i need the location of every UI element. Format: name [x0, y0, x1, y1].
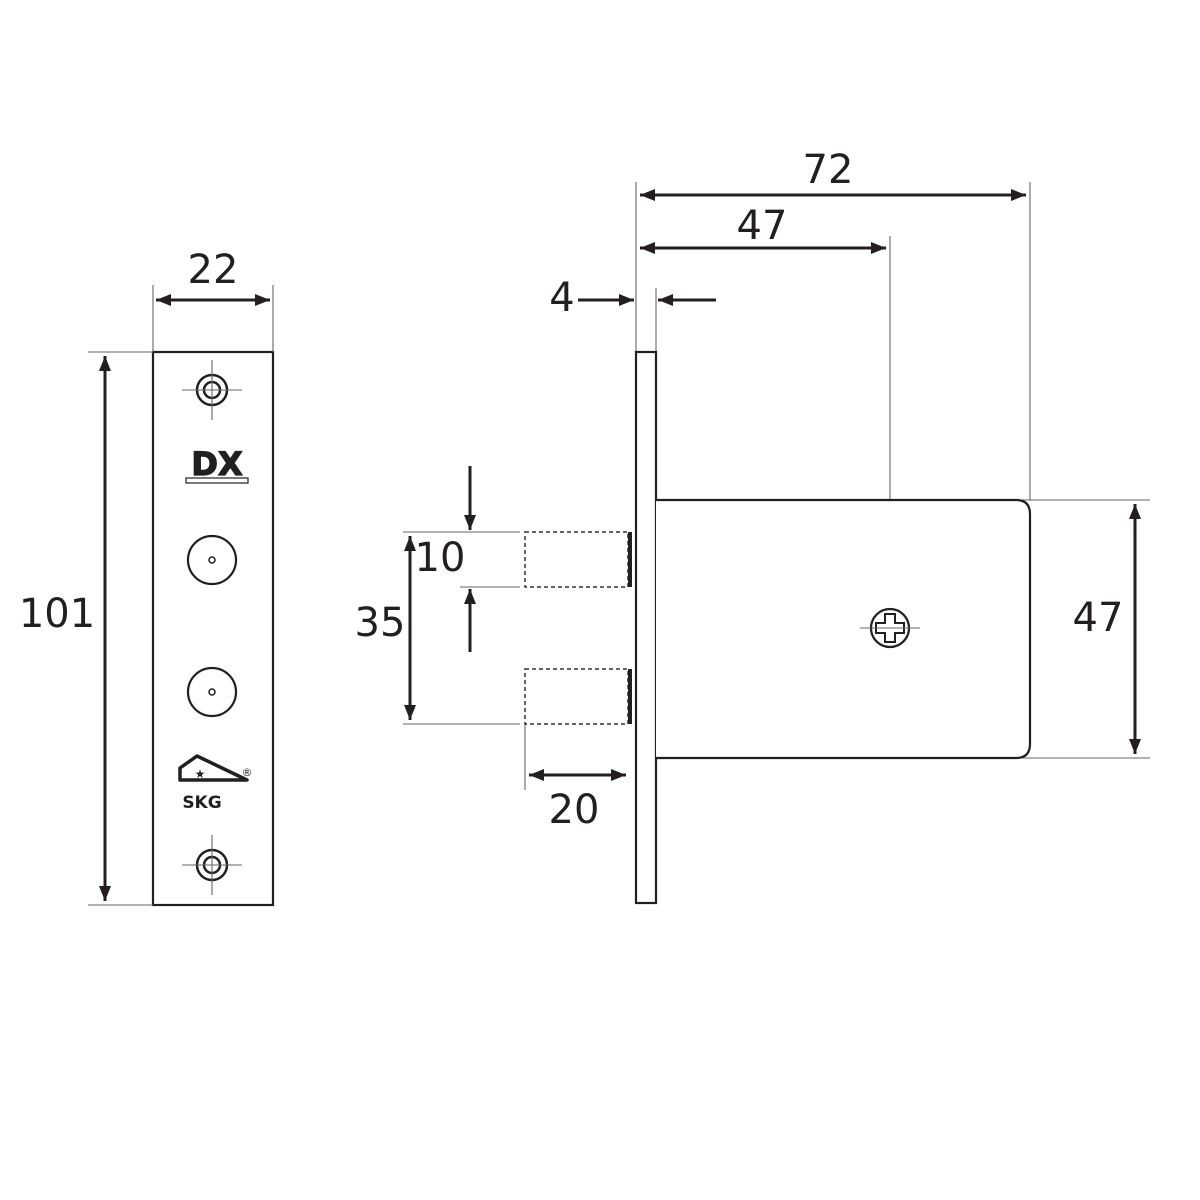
dx-logo: DX — [185, 444, 249, 484]
screw-hole-bottom — [182, 835, 242, 895]
star-icon: ★ — [195, 767, 206, 781]
skg-logo: ★ SKG ® — [178, 754, 253, 813]
height-label: 101 — [19, 591, 95, 637]
bolt-lower — [524, 668, 632, 725]
backset-label: 47 — [737, 203, 788, 249]
skg-logo-text: SKG — [182, 793, 221, 813]
faceplate — [634, 350, 658, 905]
bolt-hole-lower — [186, 666, 238, 718]
width-label: 22 — [188, 247, 239, 293]
depth-label: 72 — [803, 147, 854, 193]
strike-plate: 22 101 DX ★ SKG — [19, 247, 275, 907]
bolt-spacing-label: 35 — [355, 600, 406, 646]
bolt-hole-upper — [186, 534, 238, 586]
body-height-label: 47 — [1073, 595, 1124, 641]
bolt-diameter-label: 10 — [415, 535, 466, 581]
lock-side-view: 72 47 4 10 35 20 47 — [355, 147, 1150, 905]
screw-hole-top — [182, 360, 242, 420]
bolt-throw-label: 20 — [549, 787, 600, 833]
cross-screw-icon — [860, 607, 920, 649]
dx-logo-text: DX — [191, 445, 243, 483]
lock-body — [656, 498, 1032, 760]
thickness-label: 4 — [549, 275, 574, 321]
registered-mark: ® — [242, 766, 253, 779]
bolt-upper — [524, 531, 632, 588]
